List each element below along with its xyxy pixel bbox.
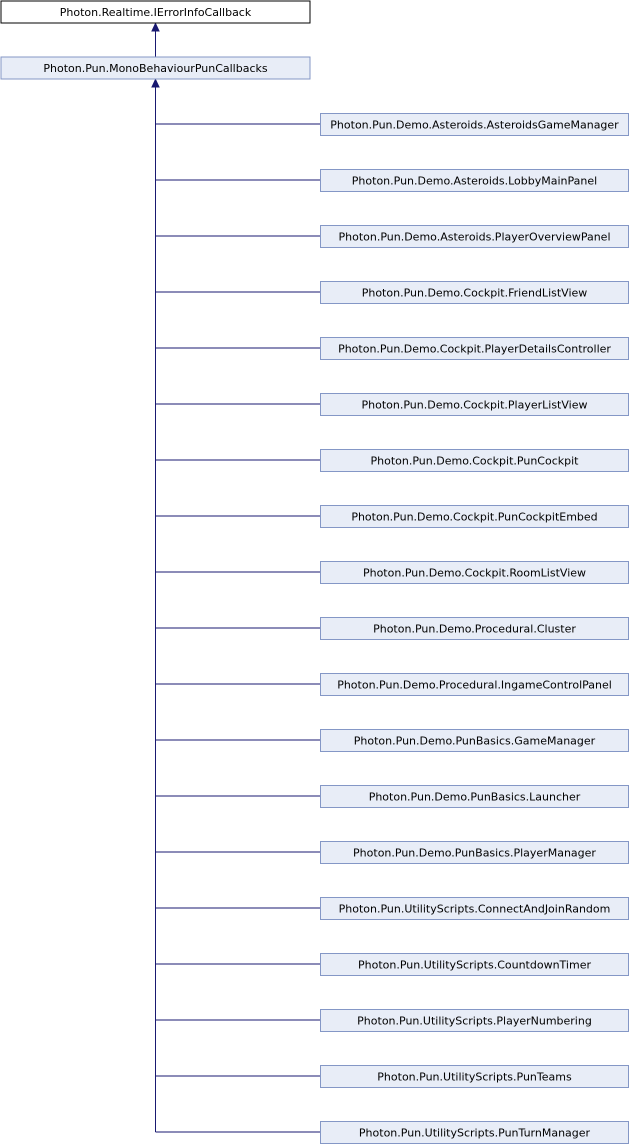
child-node[interactable]: Photon.Pun.Demo.Cockpit.PunCockpitEmbed	[320, 505, 629, 528]
child-node-label: Photon.Pun.UtilityScripts.PunTeams	[377, 1071, 572, 1084]
child-node[interactable]: Photon.Pun.UtilityScripts.PlayerNumberin…	[320, 1009, 629, 1032]
child-node-label: Photon.Pun.UtilityScripts.PunTurnManager	[359, 1127, 591, 1140]
child-node-label: Photon.Pun.Demo.Cockpit.PunCockpit	[371, 455, 580, 468]
child-node-box	[320, 225, 629, 248]
child-node-label: Photon.Pun.Demo.Asteroids.LobbyMainPanel	[352, 175, 597, 188]
child-node[interactable]: Photon.Pun.Demo.Cockpit.PlayerListView	[320, 393, 629, 416]
child-node-box	[320, 673, 629, 696]
child-node-label: Photon.Pun.Demo.Asteroids.AsteroidsGameM…	[330, 119, 619, 132]
child-node-box	[320, 953, 629, 976]
child-node-box	[320, 561, 629, 584]
child-node-label: Photon.Pun.Demo.PunBasics.GameManager	[354, 735, 596, 748]
child-node[interactable]: Photon.Pun.Demo.Cockpit.RoomListView	[320, 561, 629, 584]
child-node-box	[320, 617, 629, 640]
child-node-label: Photon.Pun.Demo.Procedural.IngameControl…	[337, 679, 612, 692]
child-node-box	[320, 841, 629, 864]
child-node[interactable]: Photon.Pun.Demo.PunBasics.Launcher	[320, 785, 629, 808]
child-node-label: Photon.Pun.Demo.Cockpit.PlayerDetailsCon…	[338, 343, 611, 356]
edges	[151, 22, 321, 1133]
parent-node-box	[0, 56, 311, 80]
child-node-box	[320, 729, 629, 752]
root-node-label: Photon.Realtime.IErrorInfoCallback	[60, 6, 252, 19]
child-node-label: Photon.Pun.UtilityScripts.ConnectAndJoin…	[339, 903, 611, 916]
child-node-box	[320, 1065, 629, 1088]
child-node-label: Photon.Pun.Demo.Procedural.Cluster	[373, 623, 576, 636]
child-node[interactable]: Photon.Pun.UtilityScripts.PunTeams	[320, 1065, 629, 1088]
child-node[interactable]: Photon.Pun.Demo.Cockpit.PunCockpit	[320, 449, 629, 472]
child-node-box	[320, 897, 629, 920]
child-node-box	[320, 169, 629, 192]
root-node-box	[0, 0, 311, 24]
child-nodes: Photon.Pun.Demo.Asteroids.AsteroidsGameM…	[320, 113, 629, 1144]
child-node-box	[320, 785, 629, 808]
child-node[interactable]: Photon.Pun.UtilityScripts.ConnectAndJoin…	[320, 897, 629, 920]
child-node[interactable]: Photon.Pun.Demo.Asteroids.AsteroidsGameM…	[320, 113, 629, 136]
arrowhead-parent	[151, 78, 160, 88]
child-node-box	[320, 449, 629, 472]
arrowhead-root	[151, 22, 160, 32]
child-node-label: Photon.Pun.Demo.Cockpit.RoomListView	[363, 567, 586, 580]
child-node-box	[320, 113, 629, 136]
child-node-label: Photon.Pun.UtilityScripts.CountdownTimer	[358, 959, 591, 972]
child-node[interactable]: Photon.Pun.Demo.Cockpit.FriendListView	[320, 281, 629, 304]
child-node-label: Photon.Pun.Demo.Cockpit.PunCockpitEmbed	[351, 511, 597, 524]
child-node-box	[320, 393, 629, 416]
child-node[interactable]: Photon.Pun.Demo.Asteroids.PlayerOverview…	[320, 225, 629, 248]
child-node-label: Photon.Pun.UtilityScripts.PlayerNumberin…	[357, 1015, 592, 1028]
child-node-box	[320, 505, 629, 528]
root-node-ierrorinfocallback[interactable]: Photon.Realtime.IErrorInfoCallback	[0, 0, 311, 24]
child-node[interactable]: Photon.Pun.Demo.Cockpit.PlayerDetailsCon…	[320, 337, 629, 360]
child-node-label: Photon.Pun.Demo.Asteroids.PlayerOverview…	[338, 231, 610, 244]
child-node[interactable]: Photon.Pun.Demo.Procedural.IngameControl…	[320, 673, 629, 696]
child-node-label: Photon.Pun.Demo.Cockpit.PlayerListView	[362, 399, 588, 412]
child-node-box	[320, 1009, 629, 1032]
child-node-box	[320, 281, 629, 304]
child-node[interactable]: Photon.Pun.Demo.PunBasics.PlayerManager	[320, 841, 629, 864]
child-node[interactable]: Photon.Pun.UtilityScripts.CountdownTimer	[320, 953, 629, 976]
child-node[interactable]: Photon.Pun.Demo.Procedural.Cluster	[320, 617, 629, 640]
child-node-box	[320, 337, 629, 360]
child-node[interactable]: Photon.Pun.Demo.PunBasics.GameManager	[320, 729, 629, 752]
child-node-label: Photon.Pun.Demo.Cockpit.FriendListView	[362, 287, 588, 300]
child-node-label: Photon.Pun.Demo.PunBasics.PlayerManager	[353, 847, 596, 860]
parent-node-monobehaviourpuncallbacks[interactable]: Photon.Pun.MonoBehaviourPunCallbacks	[0, 56, 311, 80]
child-node[interactable]: Photon.Pun.UtilityScripts.PunTurnManager	[320, 1121, 629, 1144]
child-node[interactable]: Photon.Pun.Demo.Asteroids.LobbyMainPanel	[320, 169, 629, 192]
parent-node-label: Photon.Pun.MonoBehaviourPunCallbacks	[43, 62, 268, 75]
child-node-label: Photon.Pun.Demo.PunBasics.Launcher	[369, 791, 581, 804]
